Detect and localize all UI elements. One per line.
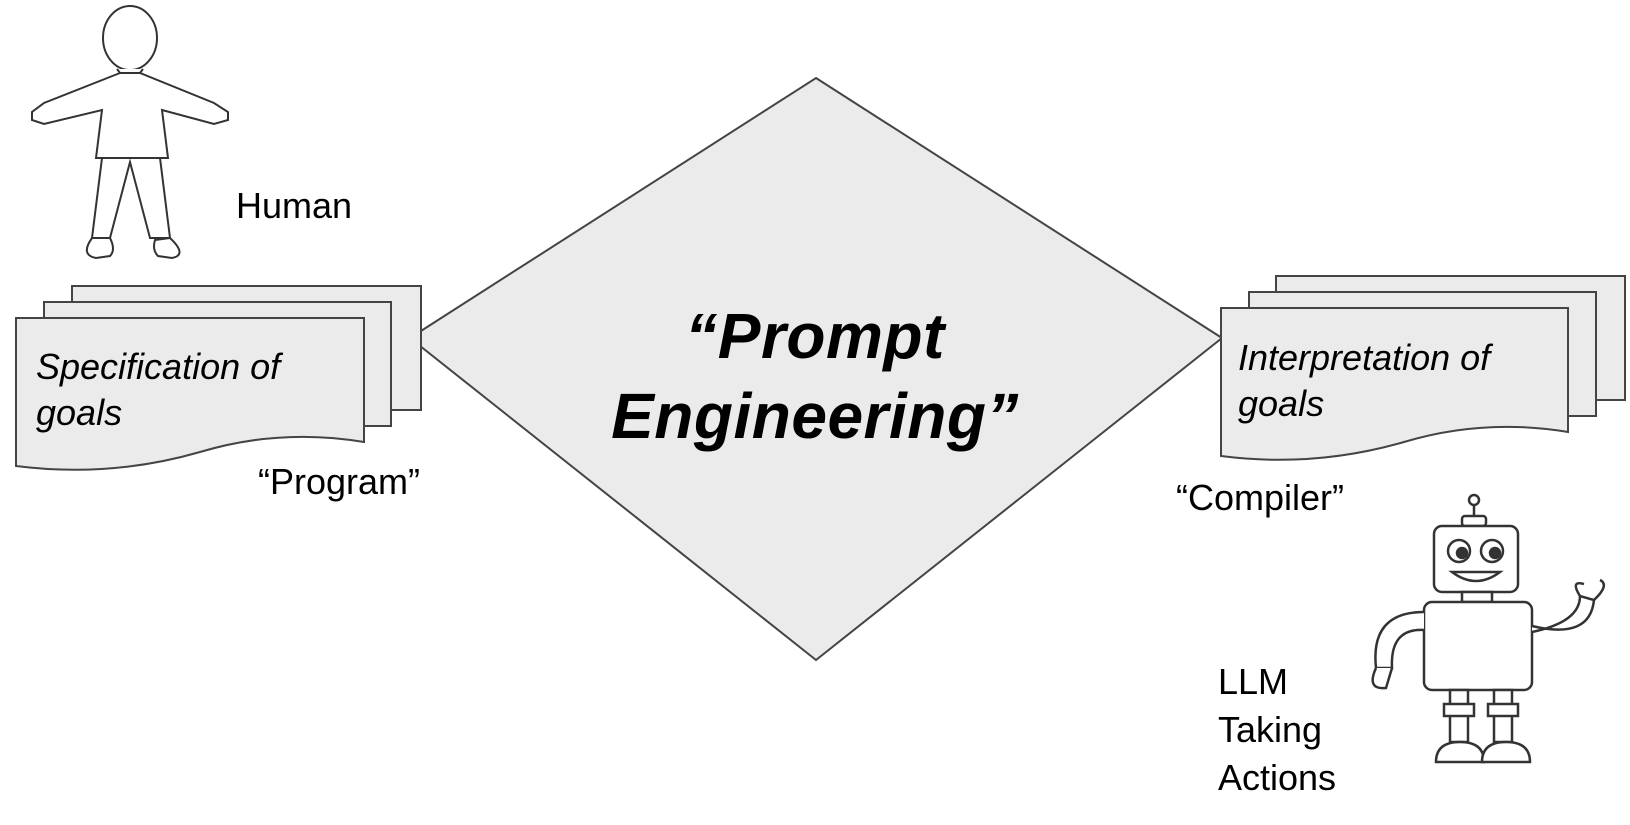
robot-icon (1371, 493, 1606, 764)
center-title-line2: Engineering” (611, 380, 1019, 452)
interpretation-text: Interpretation of goals (1238, 337, 1491, 424)
robot-label-line3: Actions (1218, 757, 1337, 798)
human-icon (31, 5, 229, 260)
center-title-line1: “Prompt (685, 300, 945, 372)
robot-label-line1: LLM (1218, 661, 1289, 702)
specification-document-stack (15, 285, 422, 471)
robot-label-line2: Taking (1218, 709, 1323, 750)
center-title: “Prompt Engineering” (560, 296, 1070, 456)
interpretation-document-stack (1220, 275, 1626, 461)
program-label: “Program” (258, 461, 421, 502)
compiler-label: “Compiler” (1176, 477, 1345, 518)
prompt-engineering-diamond (408, 76, 1224, 662)
robot-label: LLM Taking Actions (1218, 658, 1336, 802)
specification-text: Specification of goals (36, 346, 281, 433)
human-label: Human (236, 185, 353, 226)
